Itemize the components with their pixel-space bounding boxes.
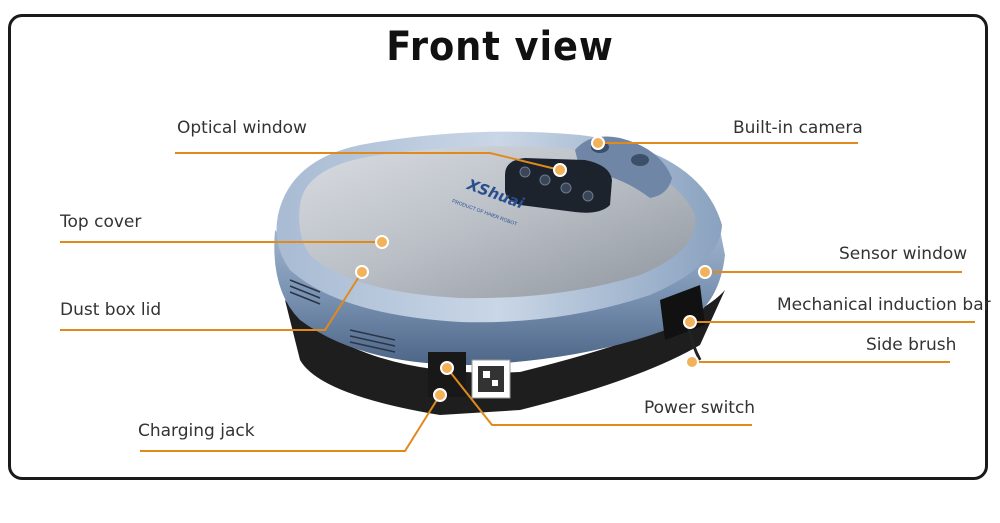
marker-side-brush (685, 355, 699, 369)
label-optical-window: Optical window (177, 118, 307, 138)
leader-power-switch (446, 367, 752, 426)
leader-charging-jack (140, 394, 441, 452)
label-side-brush: Side brush (866, 335, 957, 355)
leader-lines (60, 142, 975, 452)
label-sensor-window: Sensor window (839, 244, 968, 264)
label-dust-box-lid: Dust box lid (60, 300, 162, 320)
label-top-cover: Top cover (60, 212, 142, 232)
robot-base (285, 290, 725, 415)
diagram-title: Front view (386, 24, 614, 70)
leader-dust-box-lid (60, 271, 363, 331)
marker-power-switch (440, 361, 454, 375)
marker-optical-window (553, 163, 567, 177)
robot-side (274, 230, 725, 365)
label-power-switch: Power switch (644, 398, 756, 418)
marker-charging-jack (433, 388, 447, 402)
marker-sensor-window (698, 265, 712, 279)
marker-top-cover (375, 235, 389, 249)
label-built-in-camera: Built-in camera (733, 118, 863, 138)
marker-built-in-camera (591, 136, 605, 150)
label-charging-jack: Charging jack (138, 421, 255, 441)
marker-mechanical-induction-bar (683, 315, 697, 329)
leader-optical-window (175, 152, 561, 171)
label-mechanical-induction-bar: Mechanical induction bar (777, 295, 991, 315)
marker-dust-box-lid (355, 265, 369, 279)
